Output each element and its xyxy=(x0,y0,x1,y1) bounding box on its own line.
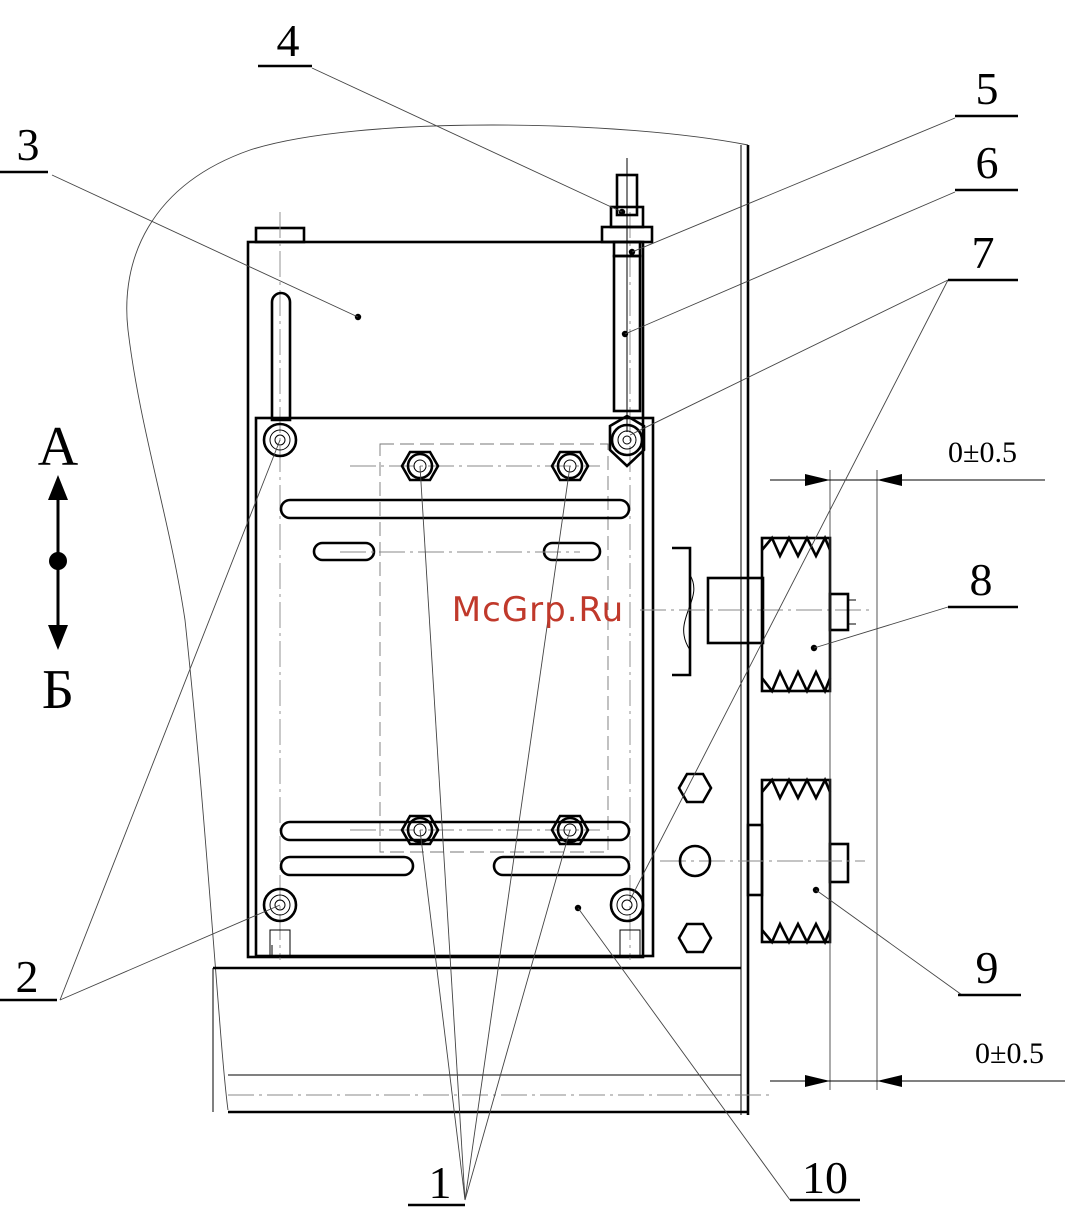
contour-outline xyxy=(127,125,748,1110)
callout-9: 9 xyxy=(958,942,1021,995)
callout-2: 2 xyxy=(0,951,57,1002)
callout-label-8: 8 xyxy=(970,554,993,605)
callout-7: 7 xyxy=(948,227,1018,280)
leader-lines xyxy=(52,68,962,1200)
callout-label-6: 6 xyxy=(976,137,999,188)
dimension-bottom: 0±0.5 xyxy=(770,1037,1065,1087)
callout-6: 6 xyxy=(955,137,1018,190)
callout-label-4: 4 xyxy=(277,15,300,66)
callout-1: 1 xyxy=(408,1157,465,1208)
callout-label-7: 7 xyxy=(972,227,995,278)
tension-screw xyxy=(602,158,652,432)
callout-label-9: 9 xyxy=(976,942,999,993)
slot-lower-left xyxy=(281,857,413,875)
direction-label-down: Б xyxy=(42,659,74,721)
callout-5: 5 xyxy=(955,63,1018,116)
dimension-label-bottom: 0±0.5 xyxy=(975,1037,1044,1070)
callout-label-3: 3 xyxy=(17,119,40,170)
direction-label-up: А xyxy=(38,416,79,478)
callout-label-1: 1 xyxy=(429,1157,452,1208)
dimension-top: 0±0.5 xyxy=(770,436,1045,1090)
motor-housing xyxy=(248,212,643,960)
slot-lower-long xyxy=(281,822,629,840)
slot-upper-right xyxy=(544,543,600,560)
slot-upper-long xyxy=(281,500,629,518)
callout-4: 4 xyxy=(258,15,312,66)
pulley-lower xyxy=(660,780,865,942)
dimension-label-top: 0±0.5 xyxy=(948,436,1017,469)
direction-arrow: А Б xyxy=(38,416,79,721)
callout-label-5: 5 xyxy=(976,63,999,114)
callout-label-10: 10 xyxy=(802,1152,848,1203)
callout-10: 10 xyxy=(790,1152,860,1203)
wall-fasteners xyxy=(679,774,711,952)
bolt-corner-bottom-right xyxy=(611,889,643,921)
callout-8: 8 xyxy=(948,554,1018,607)
adjusting-plate xyxy=(256,418,653,957)
watermark-text: McGrp.Ru xyxy=(452,590,624,630)
base-channel xyxy=(213,968,770,1112)
slot-upper-left xyxy=(314,543,374,560)
right-wall xyxy=(741,145,748,1115)
callout-3: 3 xyxy=(0,119,48,172)
callout-label-2: 2 xyxy=(16,951,39,1002)
